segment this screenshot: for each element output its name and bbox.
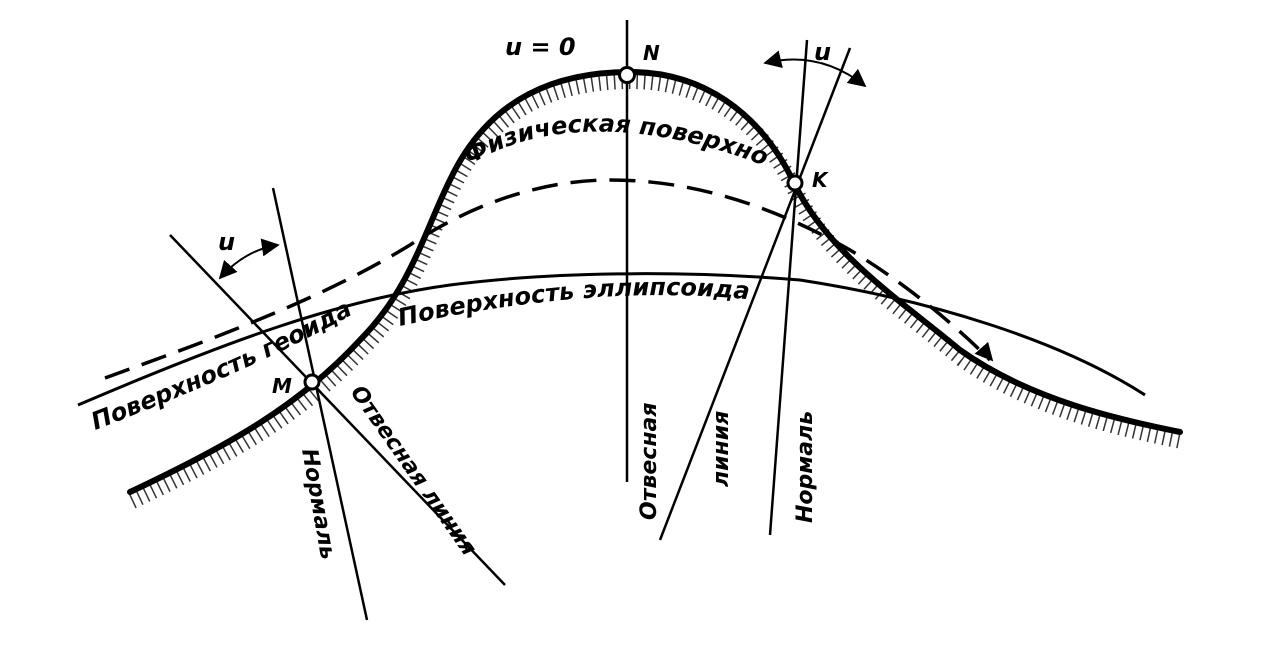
- ellipsoid-surface-line: [77, 272, 1146, 407]
- angle-arc-right: [763, 50, 867, 88]
- ellipsoid-surface-label: Поверхность эллипсоида: [395, 273, 751, 332]
- point-m-marker: [303, 373, 321, 391]
- angle-arc-left: [218, 238, 280, 280]
- point-n-label: N: [643, 41, 660, 65]
- u-left-label: u: [218, 228, 235, 256]
- u-right-label: u: [814, 38, 831, 66]
- physical-surface-label: Физическая поверхность Земли: [0, 0, 772, 171]
- geoid-surface-label: Поверхность геоида: [87, 295, 356, 436]
- physical-surface-label-text: Физическая поверхность Земли: [0, 0, 772, 171]
- plumb-line-m-label: Отвесная линия: [345, 381, 481, 560]
- plumb-line-center-label-1: Отвесная: [637, 402, 662, 520]
- normal-line-k: [768, 39, 809, 536]
- point-n-marker: [618, 66, 636, 84]
- point-k-marker: [786, 174, 804, 192]
- geoid-surface-label-text: Поверхность геоида: [87, 295, 356, 436]
- point-k-label: K: [812, 168, 829, 192]
- normal-line-m: [271, 187, 369, 621]
- physical-surface-hatching: [128, 72, 1184, 509]
- geoid-surface-arrow: [974, 341, 994, 362]
- plumb-line-k: [658, 47, 852, 541]
- normal-k-label: Нормаль: [793, 411, 818, 523]
- geoid-surface-line: [104, 178, 992, 380]
- plumb-line-m: [169, 234, 506, 586]
- plumb-line-center-label-2: линия: [709, 411, 734, 487]
- u-zero-label: u = 0: [505, 33, 576, 61]
- ellipsoid-surface-label-text: Поверхность эллипсоида: [395, 273, 751, 332]
- point-m-label: M: [272, 374, 292, 398]
